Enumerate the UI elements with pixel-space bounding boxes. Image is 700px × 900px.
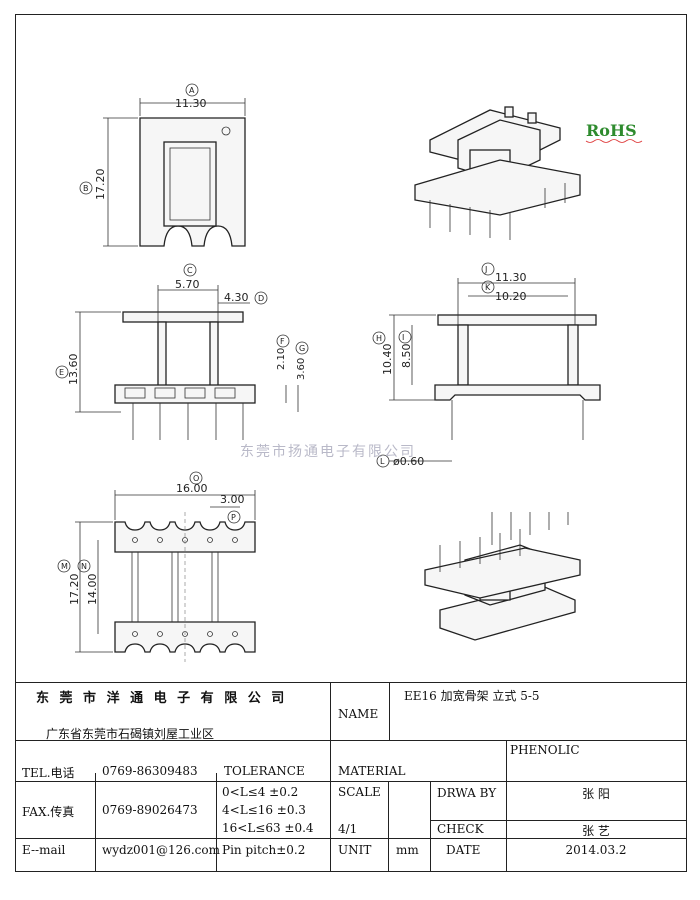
callout-h: H (376, 334, 382, 343)
tolerance-label: TOLERANCE (224, 764, 305, 778)
scale-label: SCALE (338, 785, 381, 799)
rohs-label: RoHS (586, 121, 637, 140)
callout-i: I (402, 333, 404, 342)
fax-value: 0769-89026473 (102, 803, 198, 817)
date-label: DATE (446, 843, 481, 857)
material-label: MATERIAL (338, 764, 406, 778)
dim-c: 5.70 (175, 278, 200, 291)
top-view-window (163, 141, 217, 227)
callout-m: M (61, 562, 68, 571)
dim-j: 11.30 (495, 271, 527, 284)
watermark: 东莞市扬通电子有限公司 (240, 443, 416, 460)
tel-label: TEL.电话 (22, 766, 75, 780)
tolerance-range-2: 4<L≤16 ±0.3 (222, 803, 306, 817)
company-name: 东 莞 市 洋 通 电 子 有 限 公 司 (36, 691, 288, 706)
callout-d: D (258, 294, 264, 303)
dim-k: 10.20 (495, 290, 527, 303)
callout-l: L (380, 457, 385, 466)
callout-c: C (187, 266, 193, 275)
tel-value: 0769-86309483 (102, 764, 198, 778)
top-view: A 11.30 17.20 B (79, 83, 246, 247)
dim-h: 10.40 (381, 344, 394, 376)
check-value: 张 艺 (582, 824, 610, 838)
tolerance-range-3: 16<L≤63 ±0.4 (222, 821, 314, 835)
drawing-frame (15, 14, 687, 872)
check-label: CHECK (437, 822, 484, 836)
tolerance-range-1: 0<L≤4 ±0.2 (222, 785, 299, 799)
drawn-by-label: DRWA BY (437, 786, 497, 800)
callout-a: A (189, 86, 195, 95)
scale-value: 4/1 (338, 822, 358, 836)
unit-label: UNIT (338, 843, 372, 857)
callout-o: O (193, 474, 199, 483)
bottom-view: O 16.00 3.00 P 17.20 M 14.00 N (57, 471, 256, 662)
fax-label: FAX.传真 (22, 805, 75, 819)
company-address: 广东省东莞市石碣镇刘屋工业区 (46, 727, 215, 741)
isometric-view-top: RoHS (414, 106, 643, 240)
unit-value: mm (396, 843, 419, 857)
callout-j: J (484, 265, 487, 274)
name-value: EE16 加宽骨架 立式 5-5 (404, 689, 540, 703)
dim-l: ø0.60 (393, 455, 424, 468)
callout-p: P (231, 513, 236, 522)
pin-pitch-tolerance: Pin pitch±0.2 (222, 843, 306, 857)
dim-e: 13.60 (67, 354, 80, 386)
email-label: E--mail (22, 843, 66, 857)
material-value: PHENOLIC (510, 743, 580, 757)
callout-n: N (81, 562, 87, 571)
dim-m: 17.20 (68, 574, 81, 606)
callout-b: B (83, 184, 89, 193)
title-block: 东 莞 市 洋 通 电 子 有 限 公 司 广东省东莞市石碣镇刘屋工业区 NAM… (16, 682, 686, 872)
isometric-view-bottom (424, 512, 581, 641)
dim-g: 3.60 (296, 358, 307, 380)
dim-o: 16.00 (176, 482, 208, 495)
dim-i: 8.50 (400, 344, 413, 369)
top-view-hole (221, 126, 231, 136)
dim-f: 2.10 (276, 348, 287, 370)
date-value: 2014.03.2 (565, 843, 627, 857)
dim-p: 3.00 (220, 493, 245, 506)
callout-e: E (59, 368, 64, 377)
callout-g: G (299, 344, 305, 353)
drawn-by-value: 张 阳 (582, 787, 610, 801)
side-view: 11.30 J 10.20 K 10.40 H 8.50 I L ø0.60 (372, 262, 601, 468)
email-value: wydz001@126.com (102, 843, 221, 857)
dim-a: 11.30 (175, 97, 207, 110)
dim-b: 17.20 (94, 169, 107, 201)
dim-n: 14.00 (86, 574, 99, 606)
dim-d: 4.30 (224, 291, 249, 304)
front-view: C 5.70 4.30 D 13.60 E 2.10 F 3.60 G (55, 263, 309, 440)
callout-f: F (280, 337, 285, 346)
name-label: NAME (338, 707, 379, 721)
callout-k: K (485, 283, 491, 292)
